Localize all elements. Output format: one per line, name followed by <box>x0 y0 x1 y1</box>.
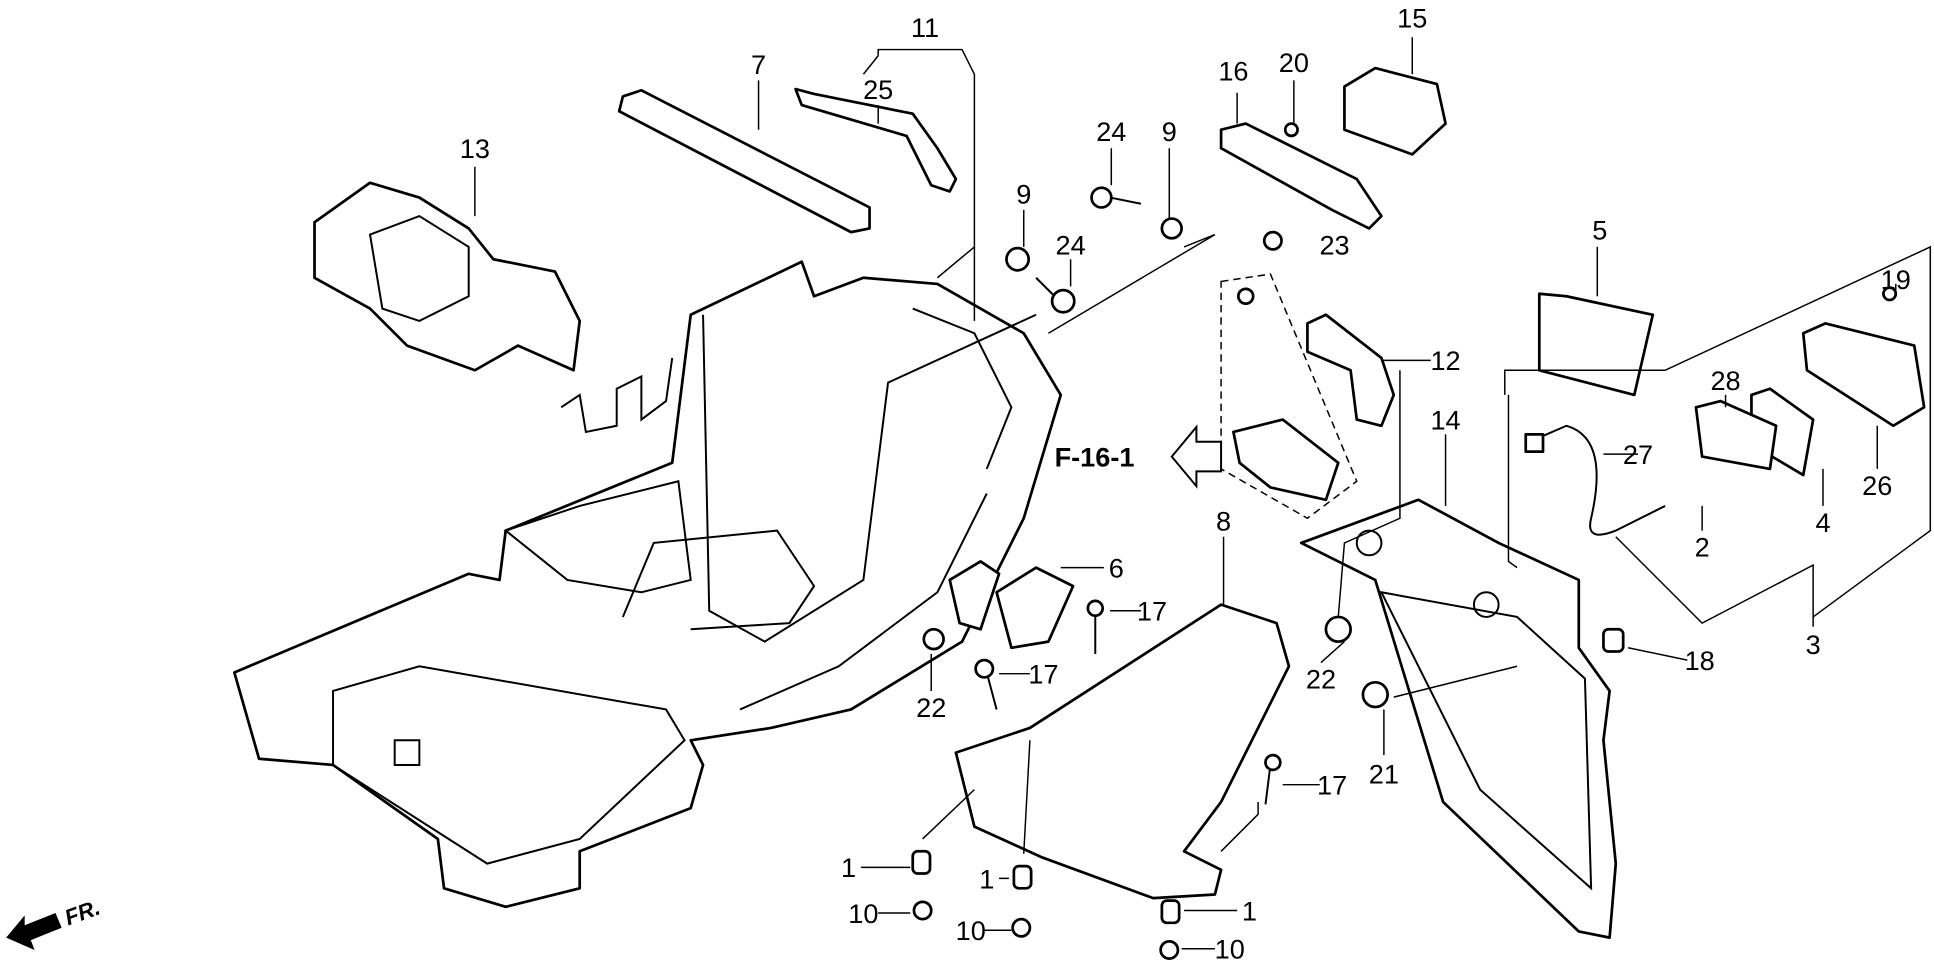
part-26-lens <box>1801 322 1926 428</box>
part-label: 23 <box>1319 229 1349 260</box>
part-label: 17 <box>1028 659 1058 690</box>
part-label: 17 <box>1137 596 1167 627</box>
fasteners <box>911 122 1898 960</box>
part-13-toolbox <box>313 181 582 372</box>
part-label: 1 <box>841 852 856 883</box>
part-label: 9 <box>1162 116 1177 147</box>
part-label: 21 <box>1369 758 1399 789</box>
part-label: 2 <box>1695 532 1710 563</box>
part-label: 9 <box>1016 179 1031 210</box>
part-label: 10 <box>848 898 878 929</box>
part-label: 25 <box>863 74 893 105</box>
part-27-harness <box>1529 424 1666 536</box>
dashed-group-12 <box>1220 273 1358 520</box>
front-direction-label: FR. <box>61 895 103 931</box>
part-6-reflector <box>995 566 1075 650</box>
part-label: 19 <box>1881 264 1911 295</box>
part-label: 7 <box>751 49 766 80</box>
part-label: 27 <box>1623 439 1653 470</box>
part-label: 15 <box>1397 2 1427 33</box>
part-label: 1 <box>1242 895 1257 926</box>
part-label: 3 <box>1806 629 1821 660</box>
part-label: 14 <box>1430 404 1460 435</box>
part-label: 11 <box>911 12 939 43</box>
reference-label: F-16-1 <box>1055 441 1135 472</box>
part-label: 4 <box>1815 507 1830 538</box>
front-direction-arrow-icon <box>6 912 62 950</box>
part-label: 20 <box>1279 47 1309 78</box>
part-label: 12 <box>1430 345 1460 376</box>
part-16-bracket <box>1219 122 1383 230</box>
part-label: 28 <box>1710 365 1740 396</box>
part-label: 22 <box>1306 663 1336 694</box>
part-labels: 11 7 25 15 16 20 13 24 9 9 24 23 5 19 12… <box>460 2 1911 964</box>
part-label: 13 <box>460 133 490 164</box>
part-7-seal <box>617 88 871 234</box>
part-25-rubber <box>794 87 958 193</box>
part-label: 6 <box>1109 552 1124 583</box>
part-label: 10 <box>1215 934 1245 965</box>
part-label: 18 <box>1685 645 1715 676</box>
part-label: 16 <box>1218 55 1248 86</box>
part-label: 24 <box>1056 229 1086 260</box>
reference-arrow-icon <box>1170 424 1223 489</box>
part-label: 5 <box>1592 215 1607 246</box>
part-label: 26 <box>1862 470 1892 501</box>
part-8-mudguard <box>954 603 1291 900</box>
part-label: 22 <box>916 692 946 723</box>
part-label: 1 <box>979 863 994 894</box>
part-15-cap <box>1343 66 1447 156</box>
part-label: 24 <box>1096 116 1126 147</box>
leader-lines <box>474 37 1932 950</box>
part-14-license-bracket <box>1299 498 1618 939</box>
part-label: 8 <box>1216 506 1231 537</box>
part-5-reflector <box>1537 292 1655 397</box>
part-label: 17 <box>1317 770 1347 801</box>
rear-inner-fender <box>232 260 1063 909</box>
part-12-bracket <box>1306 313 1396 428</box>
part-label: 10 <box>956 915 986 946</box>
